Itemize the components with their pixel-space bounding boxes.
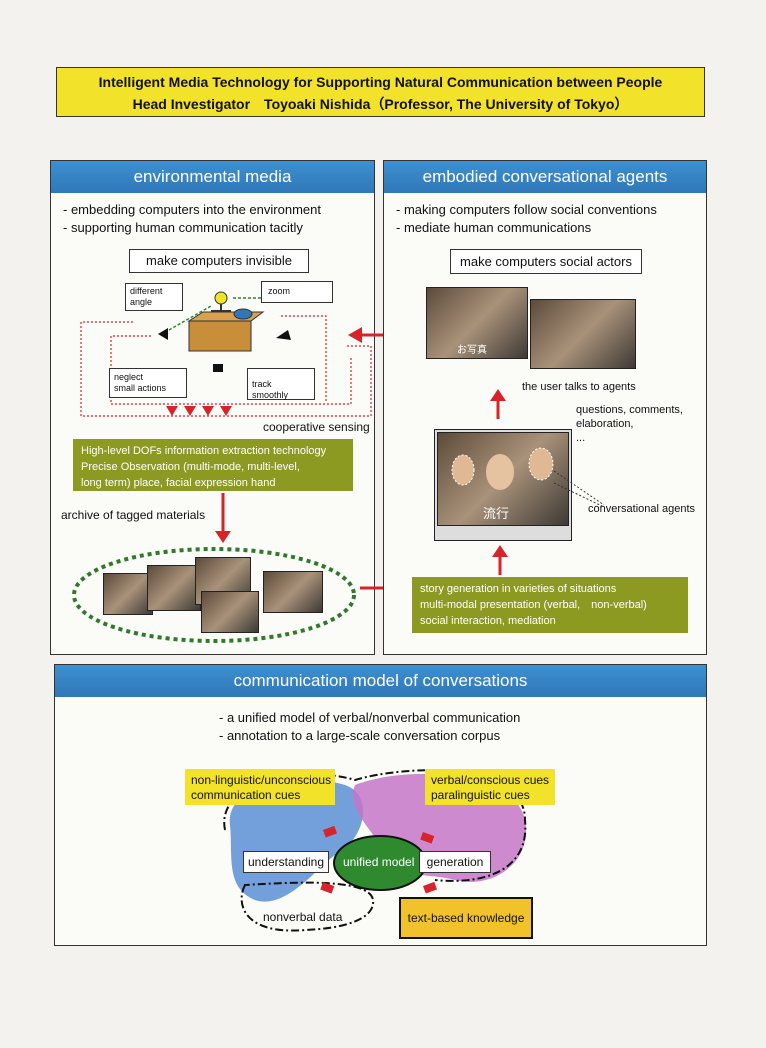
title-line: Intelligent Media Technology for Support… bbox=[98, 74, 663, 90]
verbal-cues-label: verbal/conscious cues paralinguistic cue… bbox=[425, 769, 555, 805]
up-arrow bbox=[490, 389, 506, 419]
screen-caption: 流行 bbox=[483, 506, 510, 521]
understanding-box: understanding bbox=[243, 851, 329, 873]
extraction-line: Precise Observation (multi-mode, multi-l… bbox=[81, 461, 300, 473]
model-diagram bbox=[223, 769, 527, 932]
story-line: story generation in varieties of situati… bbox=[420, 583, 617, 595]
conversational-agents-label: conversational agents bbox=[588, 503, 696, 515]
bullet-item: - making computers follow social convent… bbox=[396, 202, 657, 217]
extraction-technology-box: High-level DOFs information extraction t… bbox=[73, 439, 353, 491]
flag-icons bbox=[320, 825, 438, 894]
unified-model-label: unified model bbox=[343, 855, 415, 869]
extraction-line: long term) place, facial expression hand bbox=[81, 477, 276, 489]
zoom-callout: zoom bbox=[261, 281, 333, 303]
environmental-media-panel: environmental media - embedding computer… bbox=[50, 160, 375, 655]
bullet-item: - annotation to a large-scale conversati… bbox=[219, 728, 501, 743]
bullet-list: - embedding computers into the environme… bbox=[63, 201, 321, 237]
agent-screenshot: お写真 bbox=[426, 287, 528, 359]
sensing-arrows bbox=[166, 406, 232, 416]
bullet-item: - mediate human communications bbox=[396, 220, 592, 235]
extraction-line: High-level DOFs information extraction t… bbox=[81, 445, 327, 457]
text-knowledge-box: text-based knowledge bbox=[399, 897, 533, 939]
story-line: multi-modal presentation (verbal, non-ve… bbox=[420, 599, 647, 611]
track-callout: track smoothly bbox=[247, 368, 315, 400]
story-generation-box: story generation in varieties of situati… bbox=[412, 577, 688, 633]
investigator-line: Head Investigator Toyoaki Nishida（Profes… bbox=[132, 96, 629, 112]
bullet-item: - embedding computers into the environme… bbox=[63, 202, 321, 217]
embodied-agents-panel: embodied conversational agents - making … bbox=[383, 160, 707, 655]
title-banner: Intelligent Media Technology for Support… bbox=[56, 67, 705, 117]
person-at-desk bbox=[187, 291, 265, 352]
panel-title: embodied conversational agents bbox=[384, 161, 706, 193]
archive-arrow bbox=[215, 493, 231, 543]
archive-label: archive of tagged materials bbox=[61, 508, 206, 522]
story-line: social interaction, mediation bbox=[420, 615, 556, 627]
bullet-list: - making computers follow social convent… bbox=[396, 201, 657, 237]
nonverbal-data-label: nonverbal data bbox=[263, 910, 343, 924]
social-actors-box: make computers social actors bbox=[450, 249, 642, 274]
lower-dashed-boundary bbox=[240, 881, 375, 932]
face-icons bbox=[451, 447, 554, 490]
agent-pointer-lines bbox=[554, 470, 605, 508]
archive-photo bbox=[103, 573, 153, 615]
bullet-item: - supporting human communication tacitly bbox=[63, 220, 303, 235]
nonlinguistic-label: non-linguistic/unconscious communication… bbox=[185, 769, 335, 805]
panel-title: communication model of conversations bbox=[55, 665, 706, 697]
talks-label: the user talks to agents bbox=[522, 381, 636, 393]
bullet-item: - a unified model of verbal/nonverbal co… bbox=[219, 710, 521, 725]
invisible-box: make computers invisible bbox=[129, 249, 309, 273]
up-arrow bbox=[492, 545, 508, 575]
screenshot-caption: お写真 bbox=[457, 345, 487, 356]
sensing-lines bbox=[80, 315, 372, 417]
archive-photo bbox=[263, 571, 323, 613]
bullet-list: - a unified model of verbal/nonverbal co… bbox=[219, 709, 520, 745]
agent-screenshot bbox=[530, 299, 636, 369]
communication-model-panel: communication model of conversations - a… bbox=[54, 664, 707, 946]
panel-title: environmental media bbox=[51, 161, 374, 193]
agent-faces-screen: 流行 bbox=[434, 429, 572, 541]
generation-box: generation bbox=[419, 851, 491, 873]
different-angle-callout: different angle bbox=[125, 283, 183, 311]
questions-label: questions, comments, elaboration, ... bbox=[576, 404, 683, 444]
archive-photo bbox=[147, 565, 201, 611]
archive-photo bbox=[201, 591, 259, 633]
archive-ellipse bbox=[72, 547, 356, 643]
neglect-callout: neglect small actions bbox=[109, 368, 187, 398]
cooperative-sensing-label: cooperative sensing bbox=[263, 420, 370, 434]
